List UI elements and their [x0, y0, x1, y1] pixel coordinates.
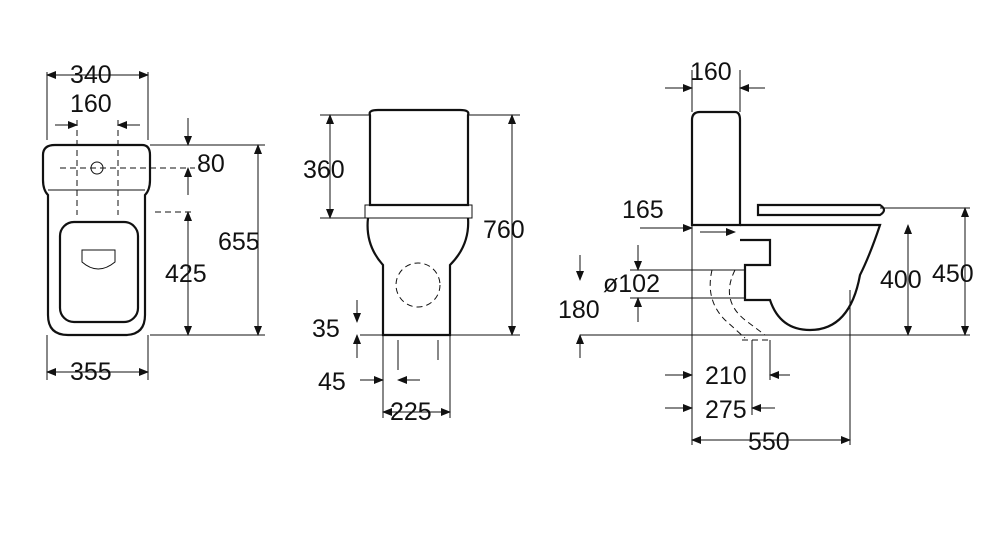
- top-view-outline: [41, 143, 152, 337]
- dim-inlet-spacing: 160: [70, 90, 112, 118]
- dim-tank-offset: 80: [197, 150, 225, 178]
- dim-outlet-distance-2: 275: [705, 396, 747, 424]
- front-view: 360 760 35 45 225: [303, 108, 525, 426]
- dim-outlet-distance-1: 210: [705, 362, 747, 390]
- top-view: 340 160 80 655 425 355: [41, 61, 265, 386]
- dim-depth-total-side: 550: [748, 428, 790, 456]
- seat-side: [756, 203, 886, 217]
- dim-width-total: 340: [70, 61, 112, 89]
- tank-front: [368, 108, 470, 207]
- dim-rim-height: 400: [880, 266, 922, 294]
- dim-base-width: 225: [390, 398, 432, 426]
- dim-inlet-offset: 165: [622, 196, 664, 224]
- dim-fixing-depth: 425: [165, 260, 207, 288]
- dim-outlet-height-side: 180: [558, 296, 600, 324]
- dim-seat-height: 450: [932, 260, 974, 288]
- bowl-opening: [58, 220, 140, 324]
- dim-tank-depth: 160: [690, 58, 732, 86]
- dim-outlet-height: 35: [312, 315, 340, 343]
- bowl-side: [740, 223, 882, 332]
- side-view: 160 165 ø102 180 400 450 210 275 550: [558, 58, 974, 456]
- dim-height-total: 760: [483, 216, 525, 244]
- dim-width-bowl: 355: [70, 358, 112, 386]
- tank-side: [690, 110, 742, 227]
- dim-depth-total: 655: [218, 228, 260, 256]
- dim-tank-height: 360: [303, 156, 345, 184]
- bowl-front: [366, 217, 470, 337]
- dim-outlet-diameter: ø102: [603, 270, 660, 298]
- dim-outlet-offset: 45: [318, 368, 346, 396]
